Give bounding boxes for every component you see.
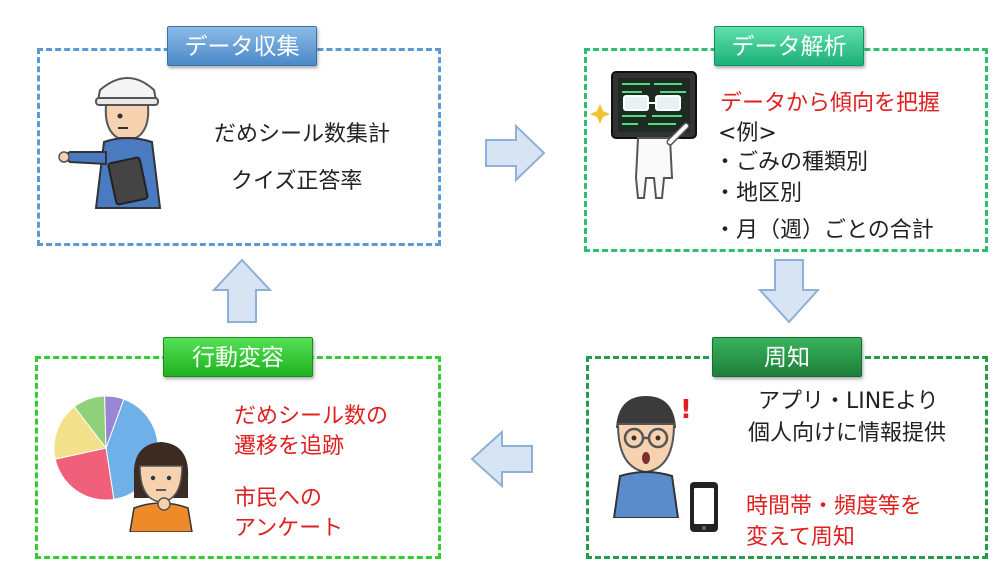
smartphone-icon xyxy=(690,482,718,532)
change-red-line-1: だめシール数の xyxy=(234,404,389,429)
surprised-man-illustration: ! xyxy=(612,395,692,518)
pie-slice-2 xyxy=(54,447,115,501)
analysis-example-label: <例> xyxy=(718,121,777,146)
notify-line-2: 個人向けに情報提供 xyxy=(748,421,947,446)
arrow-right-collect-to-analyze xyxy=(485,124,546,182)
change-red-line-3: 市民への xyxy=(234,486,323,511)
arrow-left-notify-to-change xyxy=(470,430,533,488)
change-red-line-4: アンケート xyxy=(234,516,344,541)
collect-line-2: クイズ正答率 xyxy=(231,169,363,194)
notify-line-1: アプリ・LINEより xyxy=(758,389,939,414)
worker-illustration xyxy=(58,77,162,209)
pie-slice-3 xyxy=(53,406,107,460)
notification-label: 周知 xyxy=(712,337,862,377)
pie-slice-5 xyxy=(104,395,125,449)
notify-red-line-2: 変えて周知 xyxy=(746,525,855,550)
svg-text:!: ! xyxy=(680,395,692,425)
data-collection-label: データ収集 xyxy=(167,26,317,66)
analysis-headline: データから傾向を把握 xyxy=(720,91,941,116)
notify-red-line-1: 時間帯・頻度等を xyxy=(746,494,923,519)
behavior-change-label: 行動変容 xyxy=(163,337,313,377)
arrow-down-analyze-to-notify xyxy=(758,259,820,324)
thinking-woman-illustration xyxy=(129,442,193,532)
change-red-line-2: 遷移を追跡 xyxy=(234,434,345,459)
arrow-up-change-to-collect xyxy=(212,258,272,323)
data-analysis-label: データ解析 xyxy=(714,26,864,66)
analysis-item-3: ・月（週）ごとの合計 xyxy=(714,218,934,243)
computer-robot-illustration xyxy=(590,71,697,199)
analysis-item-1: ・ごみの種類別 xyxy=(714,150,869,175)
analysis-item-2: ・地区別 xyxy=(714,181,803,206)
collect-line-1: だめシール数集計 xyxy=(214,122,391,147)
